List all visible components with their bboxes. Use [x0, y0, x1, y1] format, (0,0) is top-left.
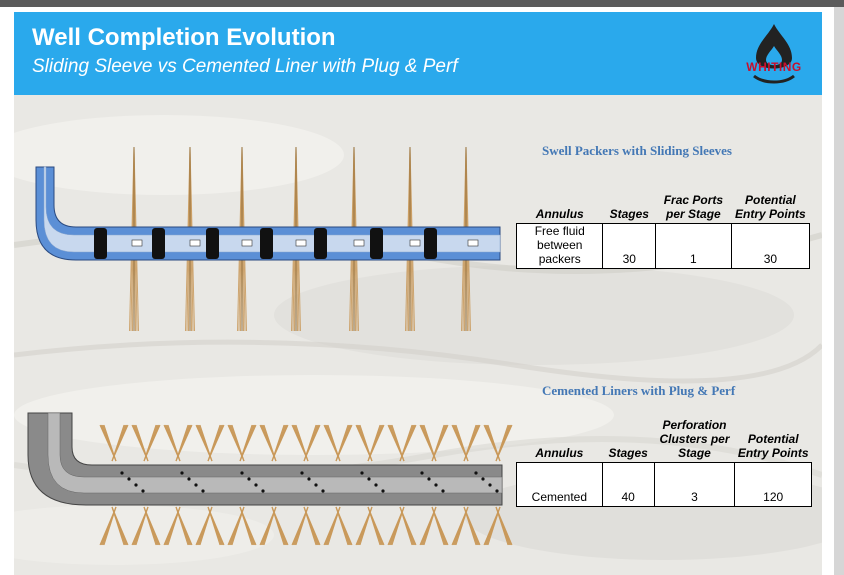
section-title-cemented-liners: Cemented Liners with Plug & Perf: [542, 383, 736, 398]
cell-stages: 30: [602, 222, 657, 269]
perforation-hole: [261, 489, 265, 493]
cell-entry-points: 120: [734, 461, 812, 507]
cemented-liner-pipe: [47, 412, 503, 494]
perforation-fracture: [451, 424, 481, 546]
perforation-hole: [141, 489, 145, 493]
perforation-hole: [180, 471, 184, 475]
cell-stages: 40: [601, 461, 655, 507]
sliding-sleeve: [353, 239, 365, 247]
perforation-hole: [441, 489, 445, 493]
perforation-hole: [127, 477, 131, 481]
page-title: Well Completion Evolution: [32, 24, 336, 51]
sliding-sleeves-group: [131, 239, 479, 247]
perforation-hole: [307, 477, 311, 481]
header-stages: Stages: [608, 445, 648, 460]
perforation-hole: [247, 477, 251, 481]
perforation-fracture: [163, 424, 193, 546]
sliding-sleeve: [131, 239, 143, 247]
swell-packer: [206, 228, 219, 259]
swell-packers-group: [94, 228, 437, 259]
perforation-hole: [360, 471, 364, 475]
perforation-fracture: [195, 424, 225, 546]
header-stages: Stages: [609, 206, 649, 221]
perforation-fracture: [483, 424, 513, 546]
perforation-fracture: [99, 424, 129, 546]
perforation-hole: [321, 489, 325, 493]
perforation-hole: [314, 483, 318, 487]
section-title-sliding-sleeves: Swell Packers with Sliding Sleeves: [542, 143, 732, 158]
sliding-sleeve: [467, 239, 479, 247]
sliding-sleeve-table: Annulus Stages Frac Ports per Stage Pote…: [515, 177, 811, 269]
sliding-sleeve-well-diagram: [35, 146, 501, 332]
swell-packer: [314, 228, 327, 259]
perforation-hole: [434, 483, 438, 487]
perforation-fracture: [323, 424, 353, 546]
perforation-fracture: [419, 424, 449, 546]
header-banner: Well Completion Evolution Sliding Sleeve…: [14, 12, 822, 95]
perforation-hole: [474, 471, 478, 475]
perforation-fracture: [227, 424, 257, 546]
perforation-fracture: [355, 424, 385, 546]
swell-packer: [424, 228, 437, 259]
cell-annulus: Free fluid between packers: [515, 222, 604, 269]
header-perf-clusters: Perforation Clusters per Stage: [659, 417, 730, 460]
cell-frac-ports: 1: [655, 222, 732, 269]
cemented-liner-well-diagram: [27, 412, 513, 546]
perforation-hole: [194, 483, 198, 487]
perforation-fracture: [387, 424, 417, 546]
header-frac-ports: Frac Ports per Stage: [663, 192, 724, 221]
header-annulus: Annulus: [535, 445, 584, 460]
cell-perf-clusters: 3: [653, 461, 736, 507]
perforation-hole: [187, 477, 191, 481]
perforation-hole: [254, 483, 258, 487]
sliding-sleeve: [241, 239, 253, 247]
header-entry-points: Potential Entry Points: [737, 431, 809, 460]
perforation-hole: [240, 471, 244, 475]
oil-drop-icon: [753, 24, 795, 84]
page-subtitle: Sliding Sleeve vs Cemented Liner with Pl…: [32, 56, 458, 77]
scrollbar-strip[interactable]: [834, 7, 844, 575]
company-logo: WHITING: [738, 20, 810, 90]
swell-packer: [370, 228, 383, 259]
perforation-hole: [120, 471, 124, 475]
swell-packer: [94, 228, 107, 259]
sliding-sleeve: [189, 239, 201, 247]
logo-text: WHITING: [746, 60, 802, 74]
cell-entry-points: 30: [730, 222, 811, 269]
perforation-hole: [420, 471, 424, 475]
swell-packer: [260, 228, 273, 259]
perforation-hole: [495, 489, 499, 493]
perforation-hole: [367, 477, 371, 481]
swell-packer: [152, 228, 165, 259]
perforation-hole: [134, 483, 138, 487]
perforation-holes-group: [120, 471, 499, 493]
perforation-hole: [300, 471, 304, 475]
perforation-fracture: [291, 424, 321, 546]
perforation-hole: [427, 477, 431, 481]
perforation-fractures-group: [99, 424, 513, 546]
perforation-hole: [201, 489, 205, 493]
cemented-liner-table: Annulus Stages Perforation Clusters per …: [516, 416, 812, 507]
perforation-hole: [488, 483, 492, 487]
cell-annulus: Cemented: [516, 461, 603, 507]
header-entry-points: Potential Entry Points: [735, 192, 806, 221]
content-area: Swell Packers with Sliding Sleeves Annul…: [14, 95, 822, 575]
perforation-fracture: [131, 424, 161, 546]
header-annulus: Annulus: [535, 206, 584, 221]
perforation-hole: [481, 477, 485, 481]
window-top-bar: [0, 0, 844, 7]
perforation-fracture: [259, 424, 289, 546]
sliding-sleeve: [409, 239, 421, 247]
perforation-hole: [381, 489, 385, 493]
perforation-hole: [374, 483, 378, 487]
sliding-sleeve: [295, 239, 307, 247]
